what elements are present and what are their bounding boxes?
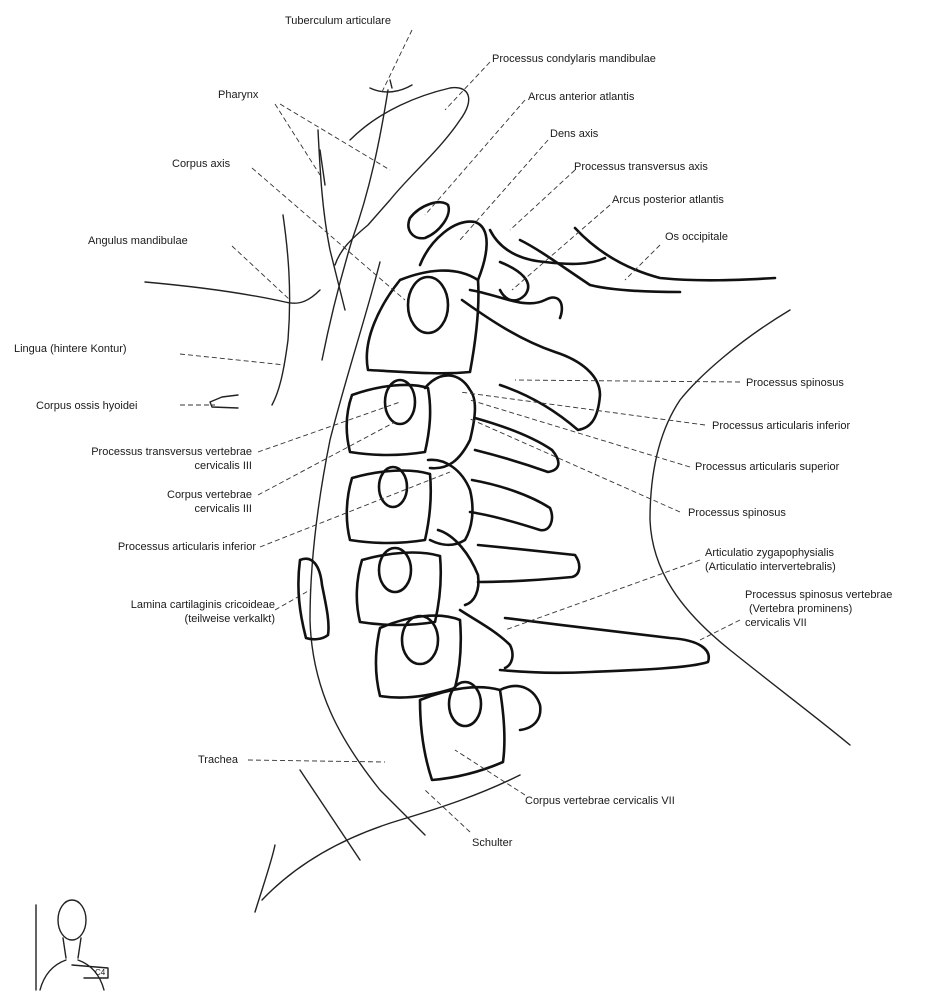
leader-arcus-anterior [425,100,525,215]
label-corpus-c3-line1: Corpus vertebrae [167,489,252,501]
label-processus-spinosus-2: Processus spinosus [688,507,786,519]
axis-transverse-foramen [408,277,448,333]
label-processus-articularis-inferior-right: Processus articularis inferior [712,420,850,432]
mandible-lower-border [145,282,320,303]
label-processus-spinosus-1: Processus spinosus [746,377,844,389]
mandible-angle-outline [370,80,412,92]
axis-body [367,271,479,374]
label-dens-axis: Dens axis [550,128,599,140]
leader-transversus-axis [510,170,575,230]
label-corpus-c7: Corpus vertebrae cervicalis VII [525,795,675,807]
leader-trachea [248,760,385,762]
label-corpus-axis: Corpus axis [172,158,231,170]
label-arcus-anterior: Arcus anterior atlantis [528,91,635,103]
leader-articularis-inferior-l [260,472,450,547]
trachea-line [300,770,360,860]
leader-pharynx-2 [280,104,390,170]
leader-condylaris [445,62,490,110]
label-articulatio-line2: (Articulatio intervertebralis) [705,561,836,573]
label-lingua: Lingua (hintere Kontur) [14,343,127,355]
label-processus-condylaris: Processus condylaris mandibulae [492,53,656,65]
c4-spinous-process [470,480,552,530]
label-spinosus-c7-line1: Processus spinosus vertebrae [745,589,892,601]
label-pharynx: Pharynx [218,89,259,101]
hyoid-body [210,395,238,408]
label-processus-articularis-superior: Processus articularis superior [695,461,840,473]
inset-neck-icon [63,938,81,958]
leader-occipitale [625,245,660,280]
label-lamina-line1: Lamina cartilaginis cricoideae [131,599,275,611]
c6-spinous-process [500,618,709,673]
label-trachea: Trachea [198,754,239,766]
orientation-inset: C4 [36,900,108,990]
c5-articular-pillar [438,530,478,605]
label-lamina-line2: (teilweise verkalkt) [185,613,275,625]
cricoid-lamina [298,559,328,640]
label-corpus-ossis-hyoidei: Corpus ossis hyoidei [36,400,138,412]
leader-schulter [425,790,470,832]
leader-angulus [232,246,290,300]
leader-articulatio [505,560,700,630]
leader-lamina [275,590,310,610]
label-processus-transversus-axis: Processus transversus axis [574,161,708,173]
c6-body [376,616,461,698]
c3-body [347,385,430,455]
c5-body [357,553,441,625]
pharynx-line-1 [318,130,345,310]
label-articulatio-line1: Articulatio zygapophysialis [705,547,835,559]
pharynx-line-2 [322,90,388,360]
label-spinosus-c7-line2: (Vertebra prominens) [749,603,852,615]
axis-spinous-process [462,300,600,430]
label-spinosus-c7-line3: cervicalis VII [745,617,807,629]
leader-spinosus-1 [515,380,740,382]
label-processus-transversus-c3-line2: cervicalis III [195,460,252,472]
label-corpus-c3-line2: cervicalis III [195,503,252,515]
c4-articular-pillar [428,460,472,545]
leader-lingua [180,354,285,365]
label-group: Tuberculum articulare Processus condylar… [14,15,892,849]
inset-marker-label: C4 [95,968,106,977]
label-schulter: Schulter [472,837,513,849]
leader-dens [460,140,548,240]
c3-transverse-process [385,380,415,424]
inset-head-icon [58,900,86,940]
label-tuberculum-articulare: Tuberculum articulare [285,15,391,27]
occipital-bone-inner [520,240,680,292]
tongue-contour [272,215,290,405]
label-processus-articularis-inferior-left: Processus articularis inferior [118,541,256,553]
mandible-ramus-outline [320,88,469,265]
c7-body [420,687,504,780]
c5-spinous-process [478,545,579,582]
posterior-neck-contour [650,310,850,745]
leader-lines [180,30,740,832]
label-angulus-mandibulae: Angulus mandibulae [88,235,188,247]
label-processus-transversus-c3-line1: Processus transversus vertebrae [91,446,252,458]
label-os-occipitale: Os occipitale [665,231,728,243]
leader-corpus-axis [252,168,405,300]
c4-transverse-process [379,467,407,507]
leader-tuberculum [382,30,412,92]
c3-articular-pillar [425,375,475,468]
c7-articular-pillar [500,686,540,730]
c3-spinous-process [475,418,558,472]
label-arcus-posterior: Arcus posterior atlantis [612,194,724,206]
